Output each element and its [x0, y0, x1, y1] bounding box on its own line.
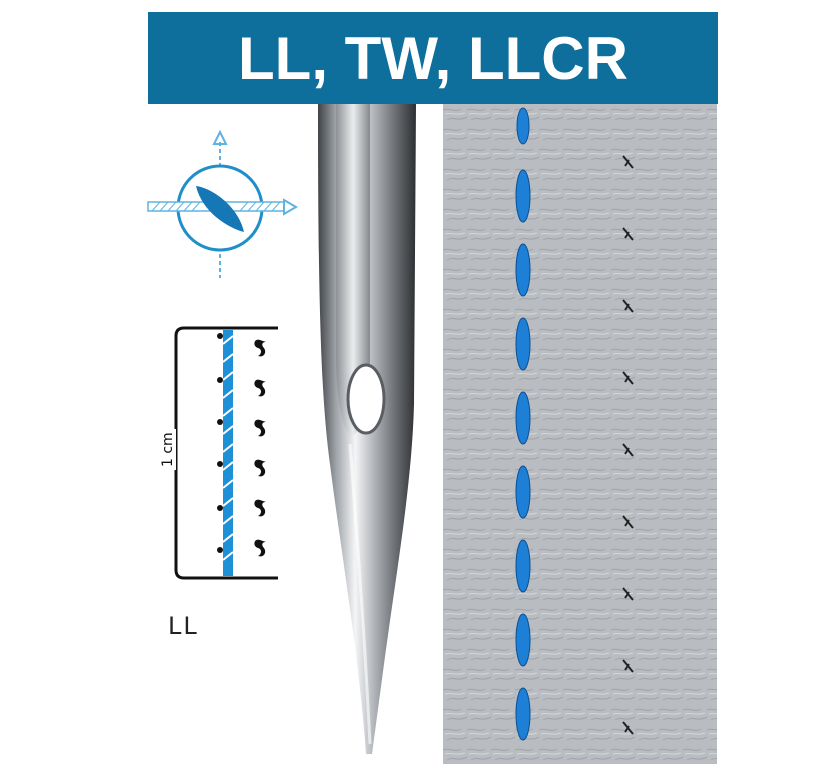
needle-cross-section-icon — [147, 129, 298, 278]
leather-stitch-sample — [443, 104, 717, 764]
banner-title: LL, TW, LLCR — [238, 24, 628, 92]
title-banner: LL, TW, LLCR — [148, 12, 718, 104]
point-style-label: LL — [168, 612, 199, 640]
scale-label: 1 cm — [160, 429, 176, 470]
stitch-diagram — [174, 326, 278, 580]
needle-illustration — [318, 104, 416, 754]
